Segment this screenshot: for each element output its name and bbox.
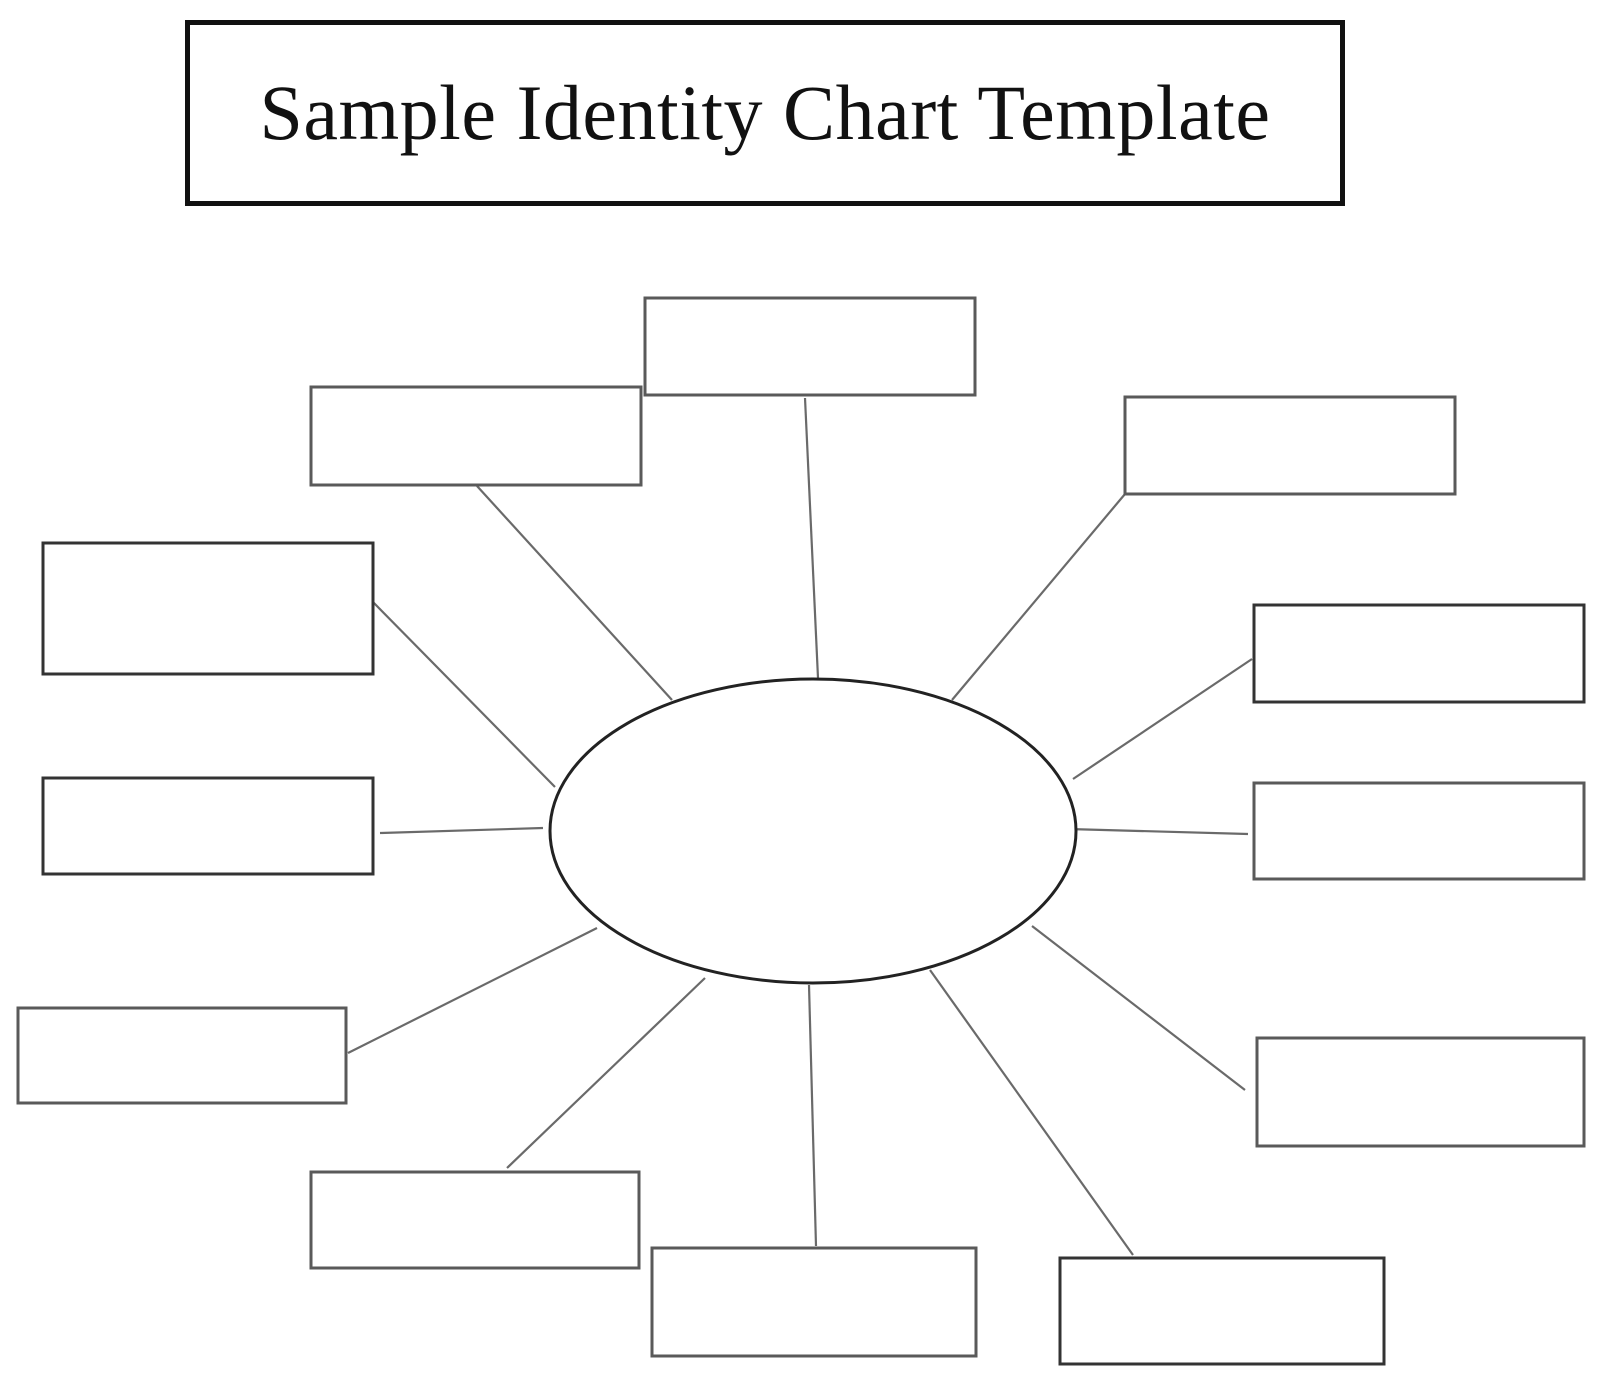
connector-bottom-center (807, 984, 818, 1247)
box-left-middle[interactable] (41, 776, 375, 876)
connector-right-lower (1031, 925, 1246, 1091)
box-bottom-right[interactable] (1058, 1256, 1386, 1366)
box-upper-left[interactable] (309, 385, 643, 487)
connector-top (803, 397, 820, 679)
title-box: Sample Identity Chart Template (185, 20, 1345, 206)
box-bottom-center[interactable] (650, 1246, 978, 1358)
box-upper-right[interactable] (1123, 395, 1457, 496)
connector-upper-right (951, 493, 1126, 701)
box-left-lower[interactable] (16, 1006, 348, 1105)
connector-left-lower (347, 927, 598, 1054)
connector-right-middle (1067, 827, 1249, 836)
connector-upper-left (476, 485, 673, 701)
connector-left-upper (372, 601, 556, 788)
box-bottom-left[interactable] (309, 1170, 641, 1270)
box-right-middle[interactable] (1252, 781, 1586, 881)
box-top[interactable] (643, 296, 977, 397)
center-ellipse[interactable] (548, 677, 1078, 985)
connector-right-upper (1072, 658, 1253, 780)
page-title: Sample Identity Chart Template (259, 69, 1271, 156)
box-left-upper[interactable] (41, 541, 375, 676)
connector-bottom-left (506, 977, 706, 1169)
box-right-lower[interactable] (1255, 1036, 1586, 1148)
box-right-upper[interactable] (1252, 603, 1586, 704)
connector-bottom-right (929, 969, 1134, 1256)
connector-left-middle (379, 826, 544, 835)
